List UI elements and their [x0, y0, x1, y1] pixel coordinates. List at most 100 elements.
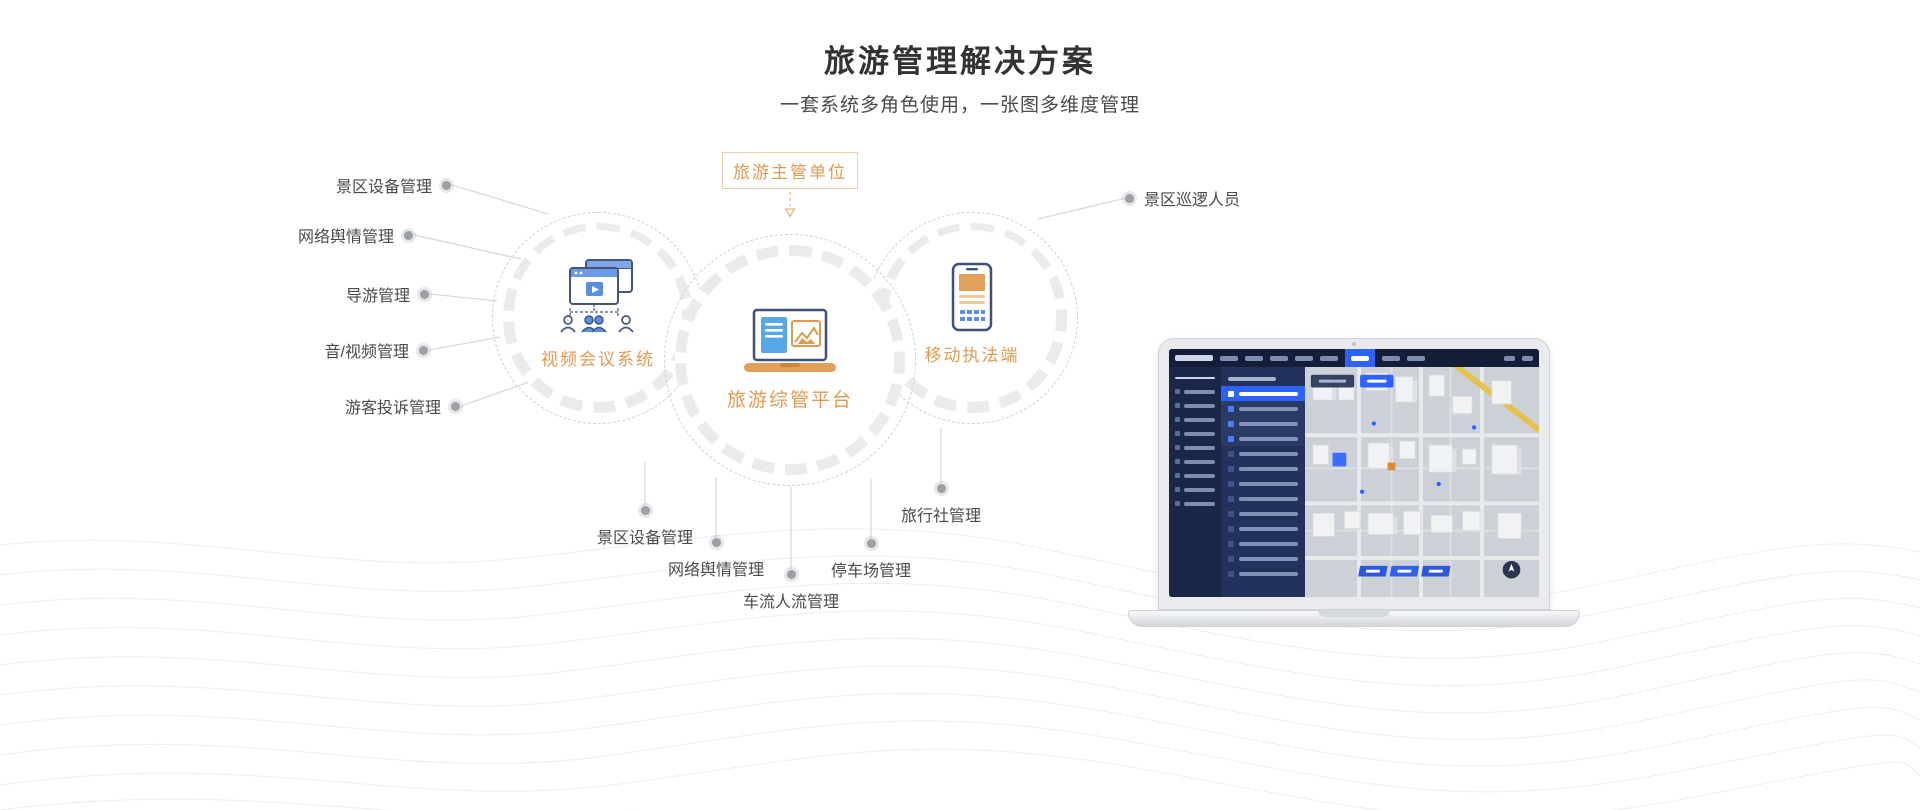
- nav-item-placeholder: [1320, 355, 1338, 361]
- item-icon-placeholder: [1228, 435, 1234, 442]
- text-placeholder: [1239, 496, 1298, 501]
- nav-item-active: [1345, 349, 1375, 367]
- connector-left-3: [429, 293, 498, 302]
- node-video-conference: 视频会议系统: [492, 212, 704, 424]
- text-placeholder: [1239, 451, 1298, 456]
- map-blue-dots: [1359, 421, 1477, 494]
- menu-icon-placeholder: [1175, 445, 1180, 450]
- panel-item: [1221, 446, 1305, 461]
- dashboard-sidebar-primary: [1169, 367, 1221, 597]
- sidebar-menu-item: [1175, 403, 1215, 408]
- connector-dot: [1125, 193, 1134, 203]
- panel-item: [1221, 566, 1305, 581]
- item-icon-placeholder: [1228, 495, 1234, 502]
- sidebar-menu-item: [1175, 445, 1215, 450]
- page-title: 旅游管理解决方案: [824, 44, 1096, 79]
- item-icon-placeholder: [1228, 570, 1234, 577]
- sidebar-logo-block: [1175, 373, 1215, 380]
- menu-icon-placeholder: [1175, 501, 1180, 506]
- text-placeholder: [1175, 377, 1215, 380]
- authority-box: 旅游主管单位: [722, 152, 858, 189]
- connector-dot: [786, 570, 796, 579]
- label-text: 景区巡逻人员: [1144, 192, 1241, 209]
- label-text: 景区设备管理: [335, 179, 432, 196]
- sidebar-menu-item: [1175, 431, 1215, 436]
- menu-icon-placeholder: [1175, 487, 1180, 492]
- nav-item-placeholder: [1382, 355, 1400, 361]
- connector-left-1: [451, 184, 549, 215]
- nav-item-placeholder: [1270, 355, 1288, 361]
- label-text: 音/视频管理: [324, 344, 409, 361]
- dashboard-map-area: [1305, 367, 1539, 597]
- nav-item-placeholder: [1295, 355, 1313, 361]
- menu-icon-placeholder: [1175, 403, 1180, 408]
- text-placeholder: [1239, 571, 1298, 576]
- text-placeholder: [1239, 541, 1298, 546]
- text-placeholder: [1239, 436, 1298, 441]
- item-icon-placeholder: [1228, 465, 1234, 472]
- video-conference-icon: [560, 259, 634, 333]
- connector-dot: [442, 180, 451, 190]
- node-label-mobile: 移动执法端: [924, 346, 1020, 365]
- selected-building-marker: [1332, 452, 1347, 467]
- text-placeholder: [1184, 417, 1215, 422]
- panel-item: [1221, 491, 1305, 506]
- item-icon-placeholder: [1228, 525, 1234, 532]
- item-icon-placeholder: [1228, 480, 1234, 487]
- map-building-shadows: [1332, 378, 1522, 535]
- text-placeholder: [1239, 526, 1298, 531]
- panel-item: [1221, 506, 1305, 521]
- item-icon-placeholder: [1228, 405, 1234, 412]
- dashboard-logo: [1175, 355, 1213, 361]
- item-icon-placeholder: [1228, 390, 1234, 397]
- connector-dot: [640, 506, 650, 515]
- panel-item: [1221, 476, 1305, 491]
- menu-icon-placeholder: [1175, 431, 1180, 436]
- left-label-5: 游客投诉管理: [345, 394, 460, 418]
- text-placeholder: [1239, 481, 1298, 486]
- map-bottom-buttons: [1358, 565, 1451, 577]
- connector-right-1: [1037, 197, 1127, 220]
- connector-dot: [711, 538, 721, 547]
- left-label-2: 网络舆情管理: [298, 223, 413, 247]
- connector-dot: [866, 539, 876, 548]
- text-placeholder: [1184, 431, 1215, 436]
- panel-subitem-highlighted: [1221, 401, 1305, 416]
- label-text: 游客投诉管理: [344, 400, 441, 417]
- connector-dot: [451, 401, 460, 411]
- text-placeholder: [1239, 391, 1298, 396]
- panel-header: [1221, 371, 1305, 386]
- text-placeholder: [1184, 501, 1215, 506]
- laptop-mockup: [1128, 338, 1580, 630]
- dashboard-sidebar-secondary: [1221, 367, 1305, 597]
- node-platform: 旅游综管平台: [664, 234, 916, 486]
- dashboard-screenshot: [1169, 349, 1539, 597]
- panel-item: [1221, 461, 1305, 476]
- text-placeholder: [1239, 421, 1298, 426]
- dotted-ring: [664, 234, 916, 486]
- sidebar-menu-item: [1175, 501, 1215, 506]
- page-subtitle: 一套系统多角色使用，一张图多维度管理: [779, 95, 1140, 116]
- left-label-1: 景区设备管理: [336, 173, 451, 197]
- panel-item: [1221, 521, 1305, 536]
- text-placeholder: [1239, 406, 1298, 411]
- text-placeholder: [1184, 403, 1215, 408]
- text-placeholder: [1184, 473, 1215, 478]
- item-icon-placeholder: [1228, 450, 1234, 457]
- item-icon-placeholder: [1228, 540, 1234, 547]
- connector-left-2: [413, 234, 522, 260]
- text-placeholder: [1239, 556, 1298, 561]
- text-placeholder: [1366, 379, 1387, 383]
- sidebar-menu-item: [1175, 417, 1215, 422]
- text-placeholder: [1239, 466, 1298, 471]
- connector-dot: [419, 345, 428, 355]
- map-3d-view: [1305, 367, 1539, 597]
- panel-item: [1221, 536, 1305, 551]
- connector-dot: [420, 289, 429, 299]
- text-placeholder: [1184, 487, 1215, 492]
- panel-item-selected: [1221, 386, 1305, 401]
- laptop-screen: [1158, 338, 1550, 610]
- panel-item: [1221, 551, 1305, 566]
- menu-icon-placeholder: [1175, 459, 1180, 464]
- nav-utility-placeholder: [1504, 355, 1515, 361]
